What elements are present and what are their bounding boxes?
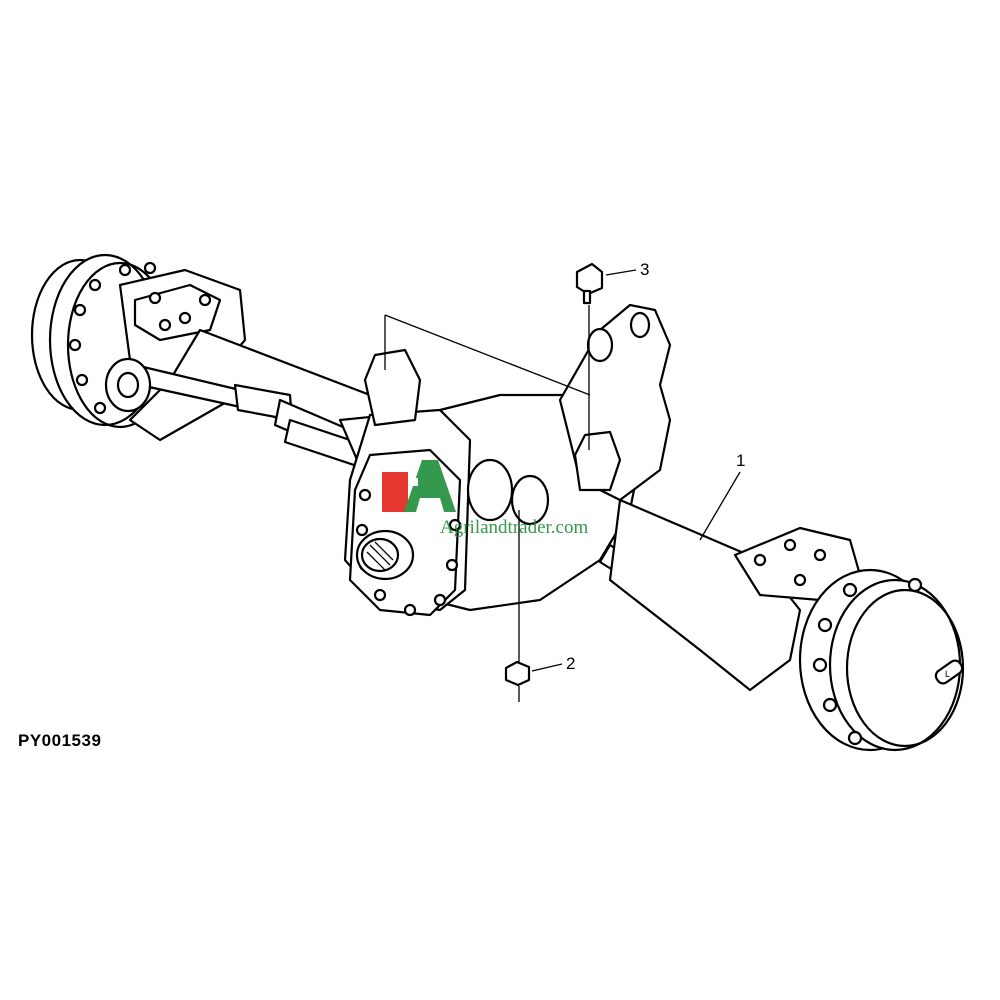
callout-1-leader: [699, 471, 741, 541]
hub-badge: L: [934, 659, 964, 685]
figure-id: PY001539: [18, 731, 102, 750]
alignment-line: [384, 314, 591, 396]
right-wheel-hub: L: [798, 568, 965, 752]
callout-2: 2: [504, 510, 575, 702]
callout-1: 1: [699, 451, 745, 541]
watermark-text: Agrilandtrader.com: [440, 517, 588, 538]
callout-3-label: 3: [640, 260, 649, 279]
input-shaft: [355, 529, 415, 581]
watermark-logo-mark: [382, 460, 456, 512]
left-hub-bolts: [68, 261, 157, 415]
right-hub-bolts: [812, 577, 923, 746]
callout-3-leader: [605, 269, 637, 276]
callout-2-label: 2: [566, 654, 575, 673]
nut-part: [504, 660, 531, 687]
hub-badge-text: L: [945, 669, 950, 679]
cap-screw-part: [575, 262, 604, 305]
callout-3: 3: [575, 260, 649, 450]
callout-2-leader: [531, 663, 563, 672]
callout-1-label: 1: [736, 451, 745, 470]
upper-mounting-bracket: [363, 303, 672, 502]
watermark-logo: Agrilandtrader.com: [382, 460, 588, 538]
